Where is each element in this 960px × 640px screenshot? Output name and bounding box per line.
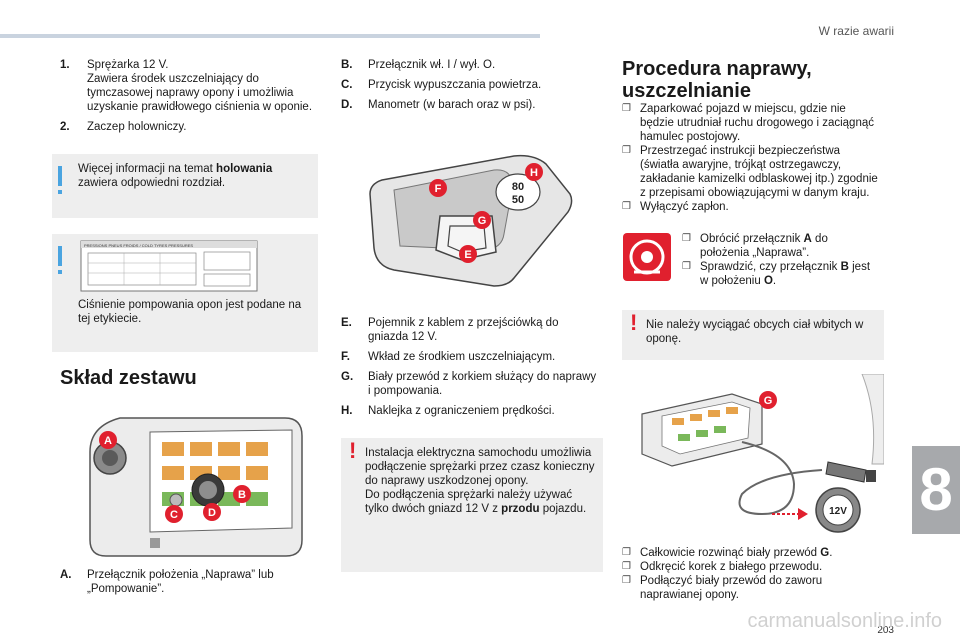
checkbox-icon: ❐ xyxy=(622,561,631,572)
svg-text:80: 80 xyxy=(512,181,524,193)
svg-text:C: C xyxy=(170,509,178,521)
list-item: ❐ Zaparkować pojazd w miejscu, gdzie nie… xyxy=(622,103,874,143)
callout-g xyxy=(473,211,491,229)
callout-b xyxy=(233,485,251,503)
final-steps: ❐ Całkowicie rozwinąć biały przewód G. ❐… xyxy=(622,546,880,602)
info-icon xyxy=(58,166,62,186)
warning-icon: ! xyxy=(349,438,357,463)
chapter-tab: 8 xyxy=(912,446,960,534)
svg-text:D: D xyxy=(208,507,216,519)
info-towing-box: Więcej informacji na temat holowania zaw… xyxy=(52,154,318,218)
callout-a xyxy=(99,431,117,449)
callout-e xyxy=(459,245,477,263)
warning-box-objects: ! Nie należy wyciągać obcych ciał wbityc… xyxy=(622,310,884,360)
svg-text:B: B xyxy=(238,489,246,501)
svg-text:H: H xyxy=(530,167,538,179)
svg-text:12V: 12V xyxy=(829,506,847,517)
list-item: G. Biały przewód z korkiem służący do na… xyxy=(341,371,597,397)
checkbox-icon: ❐ xyxy=(622,145,631,156)
callout-d xyxy=(203,503,221,521)
repair-mode-icon xyxy=(623,233,671,281)
svg-text:E: E xyxy=(464,249,471,261)
header-rule xyxy=(0,34,540,38)
list-item: 2. Zaczep holowniczy. xyxy=(60,121,187,133)
list-item: ❐ Podłączyć biały przewód do zaworu napr… xyxy=(622,575,823,601)
svg-text:PRESSIONS PNEUS FROIDS / COLD: PRESSIONS PNEUS FROIDS / COLD TYRES PRES… xyxy=(84,243,193,248)
watermark: carmanualsonline.info xyxy=(747,610,942,632)
hose-connection-illustration: G 12V xyxy=(641,374,884,533)
checkbox-icon: ❐ xyxy=(622,575,631,586)
svg-text:G: G xyxy=(478,215,487,227)
middle-items-bottom: E. Pojemnik z kablem z przejściówką do g… xyxy=(341,316,597,418)
list-item: A. Przełącznik położenia „Naprawa” lub „… xyxy=(60,569,274,595)
kit-heading: Skład zestawu xyxy=(60,367,197,389)
list-item: E. Pojemnik z kablem z przejściówką do g… xyxy=(341,317,559,343)
list-item: ❐ Całkowicie rozwinąć biały przewód G. xyxy=(622,547,833,559)
checkbox-icon: ❐ xyxy=(622,547,631,558)
procedure-steps: ❐ Zaparkować pojazd w miejscu, gdzie nie… xyxy=(622,102,880,214)
cartridge-illustration: 80 50 H F G E xyxy=(369,154,573,287)
kit-illustration: A B C D xyxy=(89,417,303,557)
list-item: ❐ Obrócić przełącznik A do położenia „Na… xyxy=(682,233,828,259)
switch-steps: ❐ Obrócić przełącznik A do położenia „Na… xyxy=(682,232,878,288)
list-item: F. Wkład ze środkiem uszczelniającym. xyxy=(341,351,556,363)
section-title: W razie awarii xyxy=(818,24,894,38)
list-item: 1. Sprężarka 12 V. Zawiera środek uszcze… xyxy=(60,59,313,113)
list-item: C. Przycisk wypuszczania powietrza. xyxy=(341,79,542,91)
svg-text:50: 50 xyxy=(512,194,524,206)
tyre-pressure-label-image: PRESSIONS PNEUS FROIDS / COLD TYRES PRES… xyxy=(80,240,258,292)
svg-text:G: G xyxy=(764,395,773,407)
procedure-heading: Procedura naprawy, uszczelnianie xyxy=(622,58,812,102)
arrow-right-icon xyxy=(798,508,808,520)
callout-h xyxy=(525,163,543,181)
left-items: 1. Sprężarka 12 V. Zawiera środek uszcze… xyxy=(60,58,316,134)
callout-g xyxy=(759,391,777,409)
list-item: D. Manometr (w barach oraz w psi). xyxy=(341,99,536,111)
info-pressure-box: PRESSIONS PNEUS FROIDS / COLD TYRES PRES… xyxy=(52,234,318,352)
list-item: ❐ Przestrzegać instrukcji bezpieczeństwa… xyxy=(622,145,878,199)
warning-box-electrical: ! Instalacja elektryczna samochodu umożl… xyxy=(341,438,603,572)
checkbox-icon: ❐ xyxy=(622,103,631,114)
svg-text:F: F xyxy=(435,183,442,195)
checkbox-icon: ❐ xyxy=(682,261,691,272)
list-item: ❐ Wyłączyć zapłon. xyxy=(622,201,729,213)
list-item: ❐ Sprawdzić, czy przełącznik B jest w po… xyxy=(682,261,871,287)
list-item: ❐ Odkręcić korek z białego przewodu. xyxy=(622,561,823,573)
middle-items-top: B. Przełącznik wł. I / wył. O. C. Przyci… xyxy=(341,58,597,112)
page-number: 203 xyxy=(877,625,894,636)
callout-c xyxy=(165,505,183,523)
list-item: B. Przełącznik wł. I / wył. O. xyxy=(341,59,496,71)
checkbox-icon: ❐ xyxy=(622,201,631,212)
checkbox-icon: ❐ xyxy=(682,233,691,244)
callout-f xyxy=(429,179,447,197)
warning-icon: ! xyxy=(630,310,638,335)
speed-sticker xyxy=(495,173,541,211)
info-icon xyxy=(58,246,62,266)
svg-text:A: A xyxy=(104,435,112,447)
list-item: H. Naklejka z ograniczeniem prędkości. xyxy=(341,405,555,417)
